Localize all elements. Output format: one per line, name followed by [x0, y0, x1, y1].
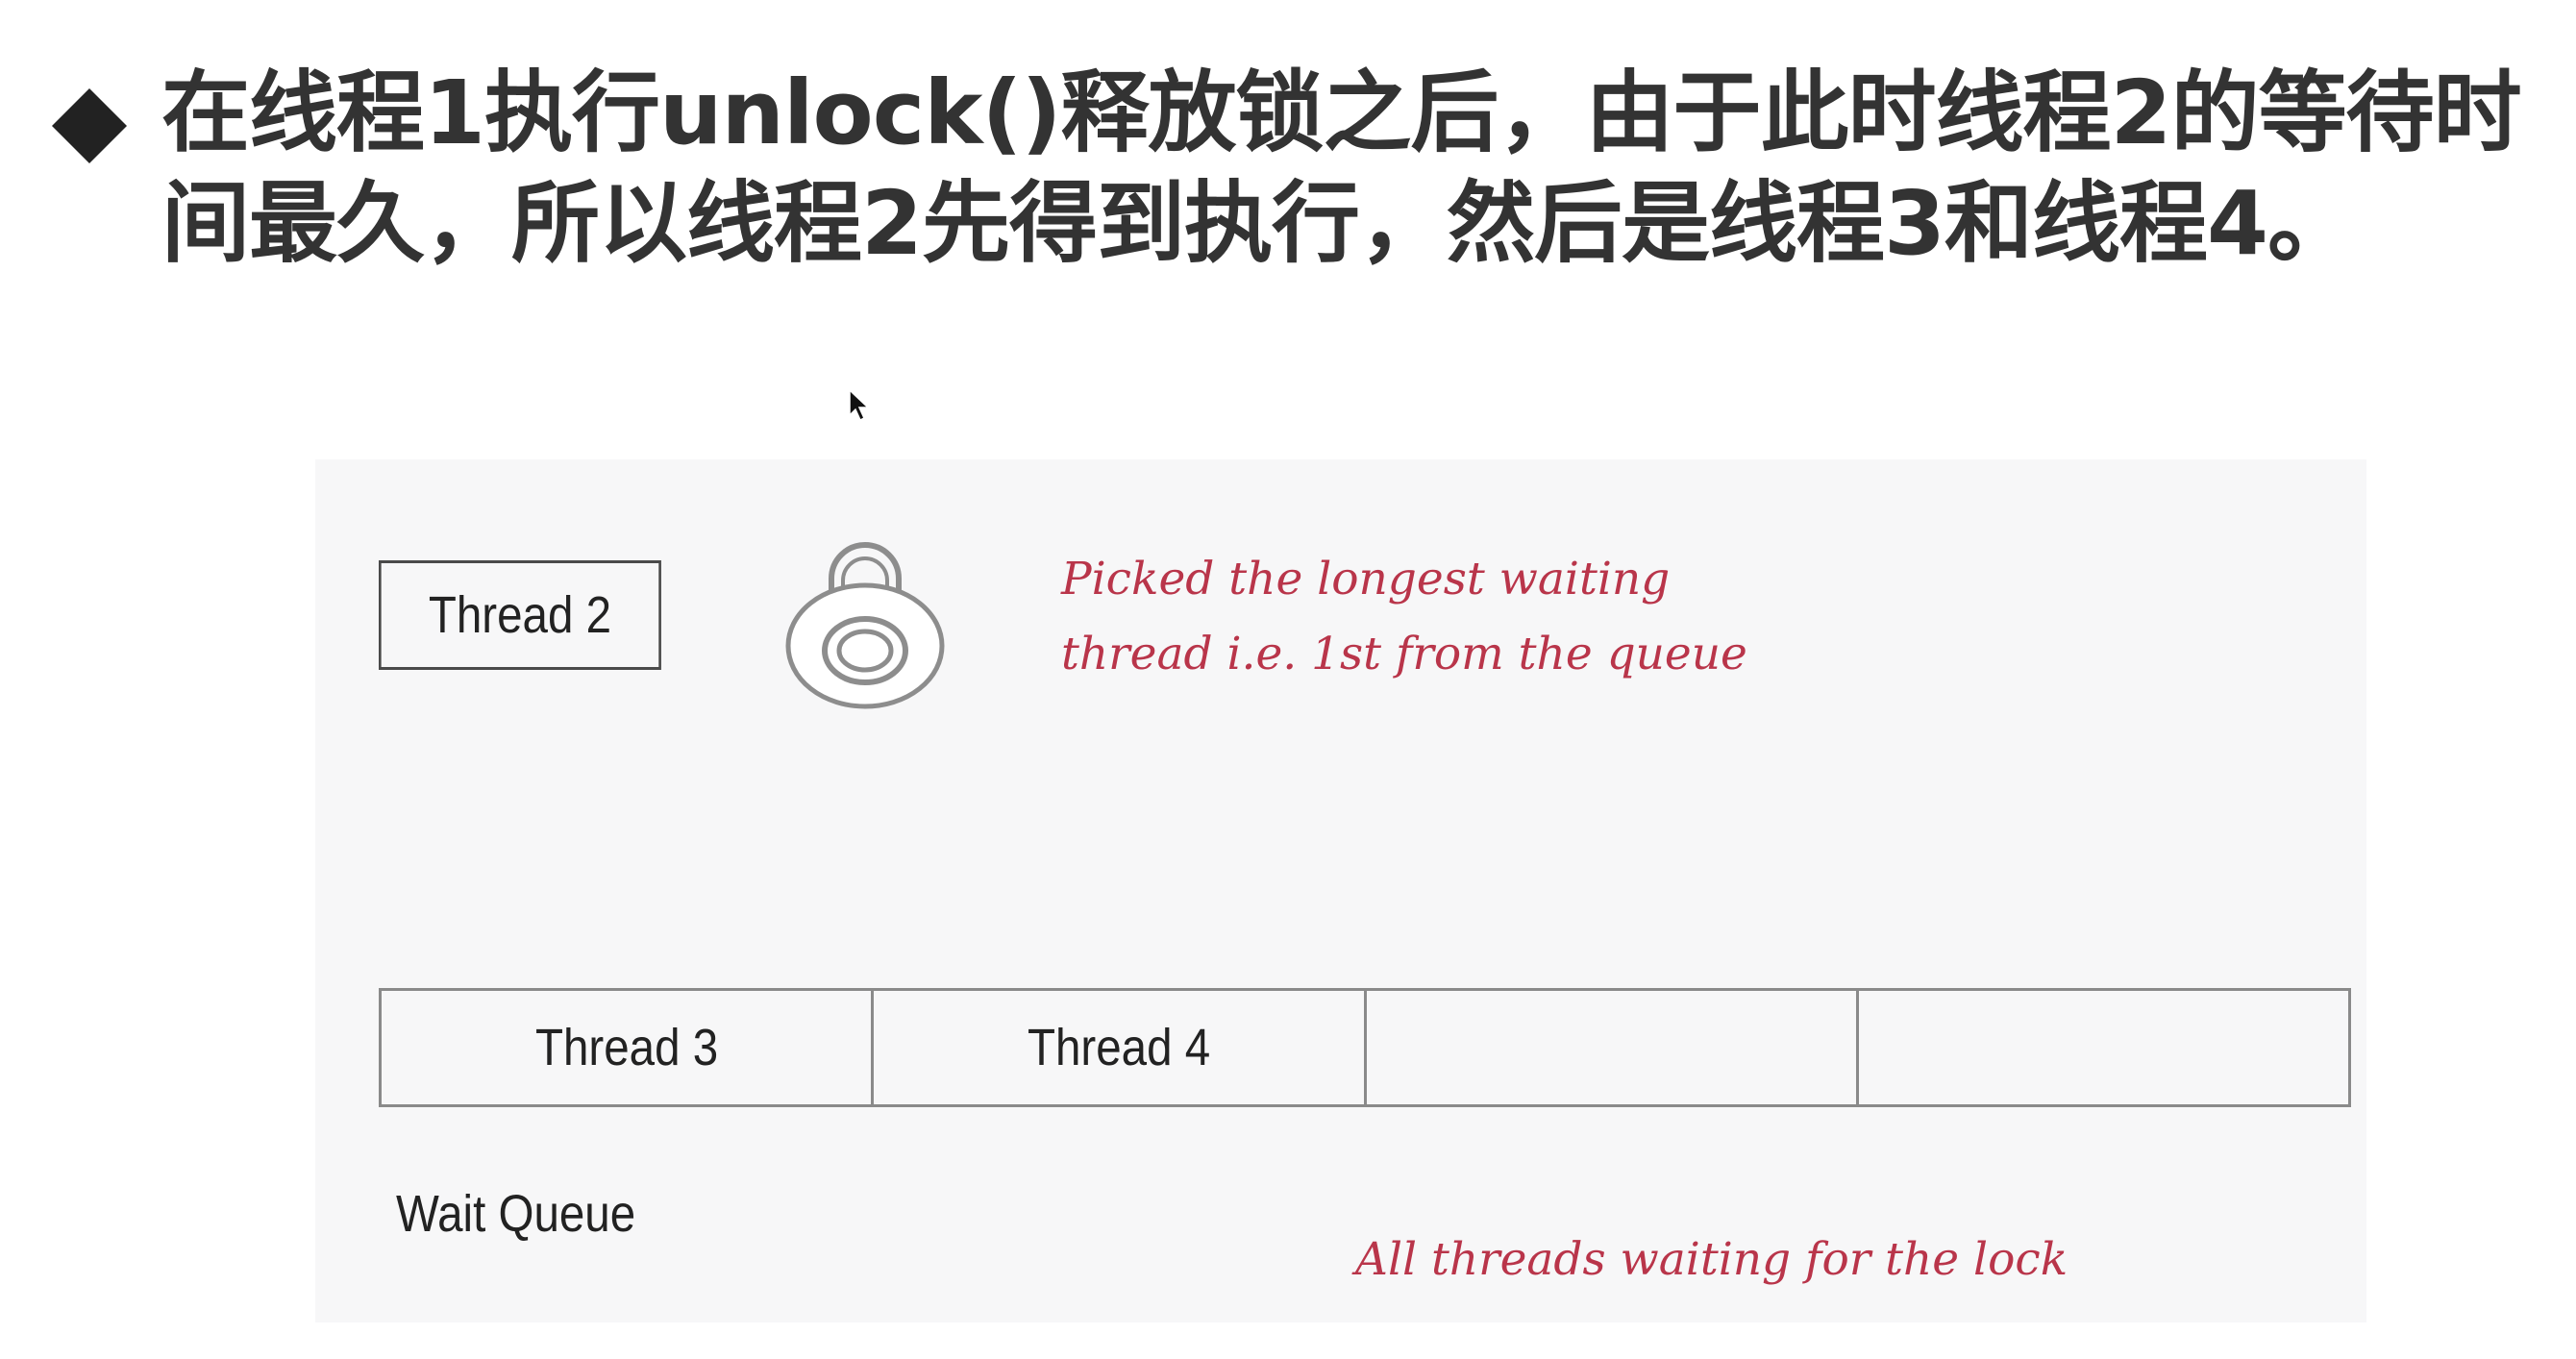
heading-line-2: 间最久，所以线程2先得到执行，然后是线程3和线程4。 — [161, 172, 2356, 275]
queue-slot — [1367, 991, 1859, 1104]
picked-thread-annotation: Picked the longest waiting thread i.e. 1… — [1061, 542, 1747, 692]
queue-annotation: All threads waiting for the lock — [1355, 1233, 2068, 1286]
queue-slot: Thread 4 — [874, 991, 1367, 1104]
picked-annotation-line-1: Picked the longest waiting — [1061, 553, 1671, 605]
current-thread-label: Thread 2 — [428, 586, 612, 644]
heading-line-1: 在线程1执行unlock()释放锁之后，由于此时线程2的等待时 — [161, 62, 2522, 164]
wait-queue-caption: Wait Queue — [396, 1185, 636, 1243]
picked-annotation-line-2: thread i.e. 1st from the queue — [1061, 628, 1747, 680]
mouse-pointer-icon — [849, 389, 870, 422]
queue-slot — [1859, 991, 2348, 1104]
queue-slot-label: Thread 3 — [534, 1019, 718, 1076]
current-thread-box: Thread 2 — [379, 560, 661, 670]
wait-queue: Thread 3 Thread 4 — [379, 988, 2351, 1107]
padlock-icon — [785, 542, 945, 709]
diamond-bullet-icon — [52, 88, 127, 163]
queue-slot: Thread 3 — [382, 991, 875, 1104]
queue-slot-label: Thread 4 — [1027, 1019, 1210, 1076]
slide-heading: 在线程1执行unlock()释放锁之后，由于此时线程2的等待时 间最久，所以线程… — [161, 58, 2545, 279]
diagram-panel: Thread 2 Picked the longest waiting thre… — [315, 459, 2366, 1322]
